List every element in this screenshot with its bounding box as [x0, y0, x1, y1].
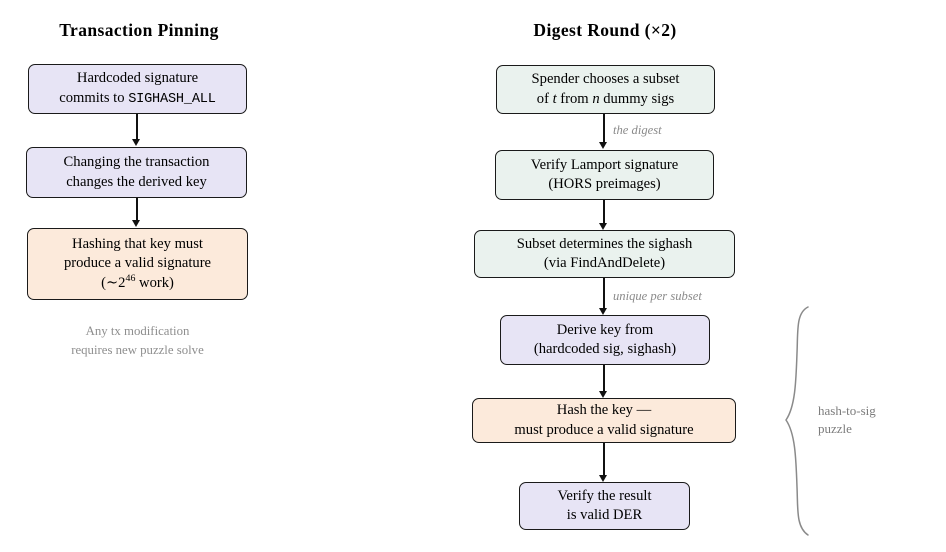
node-line-1: Verify Lamport signature: [530, 156, 679, 173]
sighash-all-code: SIGHASH_ALL: [128, 91, 216, 107]
node-hashing-valid-signature: Hashing that key must produce a valid si…: [27, 228, 248, 300]
node-line-2: (hardcoded sig, sighash): [533, 341, 677, 357]
node-line-1: Hardcoded signature: [76, 70, 199, 87]
node-line-2: must produce a valid signature: [514, 421, 694, 438]
node-line-2-text: commits to: [59, 89, 129, 106]
node-derive-key: Derive key from (hardcoded sig, sighash): [500, 315, 710, 365]
node-hardcoded-signature: Hardcoded signature commits to SIGHASH_A…: [28, 64, 247, 114]
node-line-2: changes the derived key: [66, 173, 207, 190]
node-line-2: is valid DER: [566, 507, 643, 523]
node-line-1: Verify the result: [557, 487, 652, 504]
edge-label-the-digest: the digest: [613, 123, 662, 137]
node-line-2: (via FindAndDelete): [543, 255, 666, 271]
node-subset-determines-sighash: Subset determines the sighash (via FindA…: [474, 230, 735, 278]
node-line-3: (∼246 work): [101, 272, 174, 293]
node-line-1: Hashing that key must: [72, 236, 203, 253]
var-t: t: [552, 90, 557, 107]
hash-to-sig-brace: [785, 306, 809, 536]
node-hash-the-key: Hash the key — must produce a valid sign…: [472, 398, 736, 443]
left-column-caption: Any tx modification requires new puzzle …: [27, 322, 248, 359]
node-line-2: commits to SIGHASH_ALL: [59, 89, 216, 109]
node-line-1: Hash the key —: [556, 402, 652, 419]
subset-post: dummy sigs: [599, 90, 675, 107]
brace-label-line-1: hash-to-sig: [818, 403, 876, 418]
brace-label-hash-to-sig-puzzle: hash-to-sig puzzle: [818, 402, 876, 439]
left-column-title: Transaction Pinning: [59, 20, 219, 40]
caption-line-1: Any tx modification: [85, 324, 190, 338]
work-expr-post: work): [135, 274, 174, 291]
node-line-2: (HORS preimages): [548, 176, 661, 192]
work-exponent: 46: [125, 272, 136, 284]
node-verify-lamport-signature: Verify Lamport signature (HORS preimages…: [495, 150, 714, 200]
edge-label-unique-per-subset: unique per subset: [613, 289, 702, 303]
node-verify-der: Verify the result is valid DER: [519, 482, 690, 530]
work-expr-pre: (∼2: [101, 274, 126, 291]
node-line-1: Subset determines the sighash: [516, 235, 693, 252]
brace-label-line-2: puzzle: [818, 421, 852, 437]
node-spender-chooses-subset: Spender chooses a subset of t from n dum…: [496, 65, 715, 114]
node-line-1: Derive key from: [556, 321, 654, 338]
node-line-1: Spender chooses a subset: [531, 71, 680, 88]
node-changing-transaction: Changing the transaction changes the der…: [26, 147, 247, 198]
subset-pre: of: [536, 90, 553, 107]
right-column-title: Digest Round (×2): [533, 20, 677, 40]
caption-line-2: requires new puzzle solve: [71, 342, 204, 357]
var-n: n: [592, 90, 600, 107]
node-line-2: produce a valid signature: [63, 255, 212, 272]
subset-mid: from: [556, 90, 593, 107]
node-line-1: Changing the transaction: [63, 154, 210, 171]
node-line-2: of t from n dummy sigs: [537, 90, 674, 109]
